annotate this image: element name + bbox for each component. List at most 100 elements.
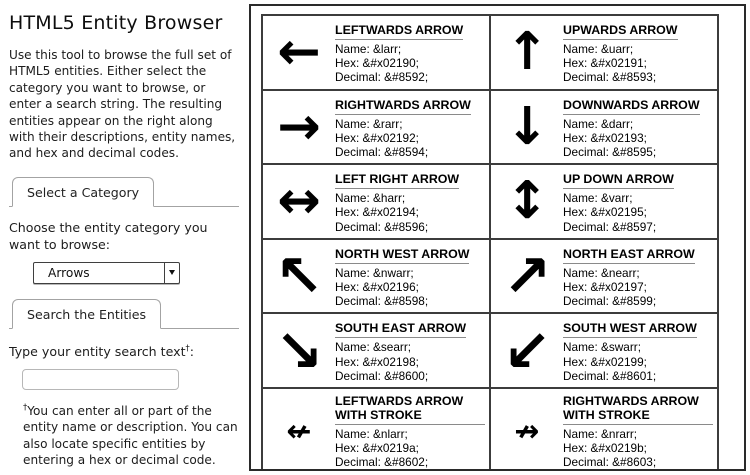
entity-detail-line: Decimal: &#8599; (563, 294, 657, 309)
dagger-superscript: † (185, 343, 190, 354)
entity-detail-line: Decimal: &#8602; (335, 455, 429, 470)
entity-info: NORTH EAST ARROW Name: &nearr;Hex: &#x02… (563, 240, 717, 313)
entity-detail-line: Hex: &#x02192; (335, 130, 419, 145)
entity-cell: ↚ LEFTWARDS ARROW WITH STROKE Name: &nla… (261, 387, 491, 470)
entity-detail-line: Name: &varr; (563, 191, 633, 206)
entities-table: ← LEFTWARDS ARROW Name: &larr;Hex: &#x02… (261, 14, 719, 470)
entity-detail-line: Name: &nearr; (563, 265, 640, 280)
tab-select-category[interactable]: Select a Category (12, 176, 155, 207)
entity-title: NORTH WEST ARROW (335, 247, 470, 264)
entity-detail-line: Name: &nrarr; (563, 427, 638, 442)
entity-title: LEFT RIGHT ARROW (335, 172, 460, 190)
intro-text: Use this tool to browse the full set of … (9, 48, 236, 161)
entity-glyph: ↕ (505, 171, 549, 232)
entity-info: RIGHTWARDS ARROW WITH STROKE Name: &nrar… (563, 389, 717, 470)
entity-detail-line: Hex: &#x02190; (335, 56, 419, 71)
entity-detail-line: Name: &swarr; (563, 340, 642, 355)
table-row: ← LEFTWARDS ARROW Name: &larr;Hex: &#x02… (261, 14, 719, 91)
entity-cell: ↔ LEFT RIGHT ARROW Name: &harr;Hex: &#x0… (261, 163, 491, 240)
entity-cell: ↙ SOUTH WEST ARROW Name: &swarr;Hex: &#x… (489, 312, 719, 390)
footnote: †You can enter all or part of the entity… (15, 400, 239, 469)
search-label: Type your entity search text†: (9, 341, 239, 360)
category-select[interactable]: Arrows (33, 261, 180, 284)
entity-detail-line: Decimal: &#8593; (563, 70, 657, 85)
entity-detail-line: Name: &uarr; (563, 42, 634, 56)
entity-glyph: ↓ (505, 96, 549, 157)
entity-detail-line: Name: &nwarr; (335, 265, 414, 280)
entity-detail-line: Decimal: &#8603; (563, 455, 657, 470)
search-label-text: Type your entity search text (9, 344, 186, 360)
entity-detail-line: Decimal: &#8601; (563, 368, 657, 383)
entity-info: DOWNWARDS ARROW Name: &darr;Hex: &#x0219… (563, 91, 717, 164)
entity-info: UP DOWN ARROW Name: &varr;Hex: &#x02195;… (563, 165, 717, 238)
entity-detail-line: Decimal: &#8596; (335, 219, 429, 234)
entity-info: SOUTH WEST ARROW Name: &swarr;Hex: &#x02… (563, 314, 717, 387)
entity-info: LEFT RIGHT ARROW Name: &harr;Hex: &#x021… (335, 165, 489, 238)
entity-info: LEFTWARDS ARROW WITH STROKE Name: &nlarr… (335, 389, 489, 470)
results-panel: ← LEFTWARDS ARROW Name: &larr;Hex: &#x02… (249, 4, 746, 471)
dagger-superscript: † (23, 403, 28, 414)
entity-detail-line: Hex: &#x02197; (563, 280, 647, 295)
category-tab-bar: Select a Category (9, 175, 239, 207)
table-row: ↖ NORTH WEST ARROW Name: &nwarr;Hex: &#x… (261, 237, 719, 315)
entity-cell: ← LEFTWARDS ARROW Name: &larr;Hex: &#x02… (261, 14, 491, 91)
entity-glyph: ↗ (502, 242, 552, 311)
search-label-colon: : (189, 344, 195, 360)
entity-title: UPWARDS ARROW (563, 23, 678, 40)
tab-search-entities[interactable]: Search the Entities (12, 298, 162, 329)
page-title: HTML5 Entity Browser (9, 12, 223, 34)
entity-cell: ↖ NORTH WEST ARROW Name: &nwarr;Hex: &#x… (261, 237, 491, 315)
entity-detail-line: Hex: &#x0219a; (335, 441, 419, 456)
entity-info: NORTH WEST ARROW Name: &nwarr;Hex: &#x02… (335, 240, 489, 313)
entity-cell: ↛ RIGHTWARDS ARROW WITH STROKE Name: &nr… (489, 387, 719, 470)
entity-glyph: ↑ (505, 21, 549, 82)
entity-detail-line: Hex: &#x02194; (335, 205, 419, 220)
footnote-text: You can enter all or part of the entity … (23, 404, 238, 468)
sidebar: HTML5 Entity Browser Use this tool to br… (0, 0, 247, 475)
search-input[interactable] (22, 369, 179, 391)
chevron-down-icon (169, 270, 175, 276)
entity-detail-line: Name: &darr; (563, 116, 634, 131)
entity-title: DOWNWARDS ARROW (563, 98, 700, 115)
entity-cell: ↗ NORTH EAST ARROW Name: &nearr;Hex: &#x… (489, 237, 719, 315)
entity-detail-line: Name: &nlarr; (335, 427, 408, 442)
entity-glyph: → (277, 96, 321, 157)
entity-cell: ↘ SOUTH EAST ARROW Name: &searr;Hex: &#x… (261, 312, 491, 390)
entity-cell: ↕ UP DOWN ARROW Name: &varr;Hex: &#x0219… (489, 163, 719, 240)
entity-detail-line: Hex: &#x02199; (563, 354, 647, 369)
category-select-value: Arrows (48, 265, 90, 280)
entity-detail-line: Decimal: &#8597; (563, 219, 657, 234)
table-row: ↘ SOUTH EAST ARROW Name: &searr;Hex: &#x… (261, 312, 719, 390)
entity-glyph: ↙ (502, 316, 552, 385)
entity-glyph: ↔ (277, 171, 321, 232)
search-tab-bar: Search the Entities (9, 297, 239, 329)
entity-detail-line: Hex: &#x02196; (335, 280, 419, 295)
select-dropdown-button[interactable] (164, 262, 179, 283)
entity-detail-line: Decimal: &#8592; (335, 70, 429, 85)
entity-glyph: ↘ (274, 316, 324, 385)
entity-glyph: ↚ (286, 413, 312, 449)
entity-detail-line: Name: &searr; (335, 340, 412, 355)
entity-title: RIGHTWARDS ARROW (335, 98, 471, 115)
entity-detail-line: Decimal: &#8600; (335, 368, 429, 383)
entity-title: LEFTWARDS ARROW (335, 23, 464, 40)
entity-detail-line: Hex: &#x02193; (563, 130, 647, 145)
entity-title: SOUTH WEST ARROW (563, 321, 697, 339)
entity-title: UP DOWN ARROW (563, 172, 674, 190)
entity-cell: → RIGHTWARDS ARROW Name: &rarr;Hex: &#x0… (261, 88, 491, 166)
entity-info: UPWARDS ARROW Name: &uarr;Hex: &#x02191;… (563, 16, 717, 89)
entity-detail-line: Hex: &#x02195; (563, 205, 647, 220)
entity-glyph: ← (277, 21, 321, 82)
entity-detail-line: Name: &larr; (335, 42, 402, 56)
entity-detail-line: Hex: &#x0219b; (563, 441, 647, 456)
entity-detail-line: Hex: &#x02191; (563, 56, 647, 71)
entity-detail-line: Name: &rarr; (335, 116, 403, 131)
table-row: → RIGHTWARDS ARROW Name: &rarr;Hex: &#x0… (261, 88, 719, 166)
table-row: ↚ LEFTWARDS ARROW WITH STROKE Name: &nla… (261, 387, 719, 470)
entity-glyph: ↖ (274, 242, 324, 311)
entity-cell: ↓ DOWNWARDS ARROW Name: &darr;Hex: &#x02… (489, 88, 719, 166)
entity-info: LEFTWARDS ARROW Name: &larr;Hex: &#x0219… (335, 16, 489, 89)
entity-glyph: ↛ (514, 413, 540, 449)
entity-detail-line: Decimal: &#8598; (335, 294, 429, 309)
entity-cell: ↑ UPWARDS ARROW Name: &uarr;Hex: &#x0219… (489, 14, 719, 91)
